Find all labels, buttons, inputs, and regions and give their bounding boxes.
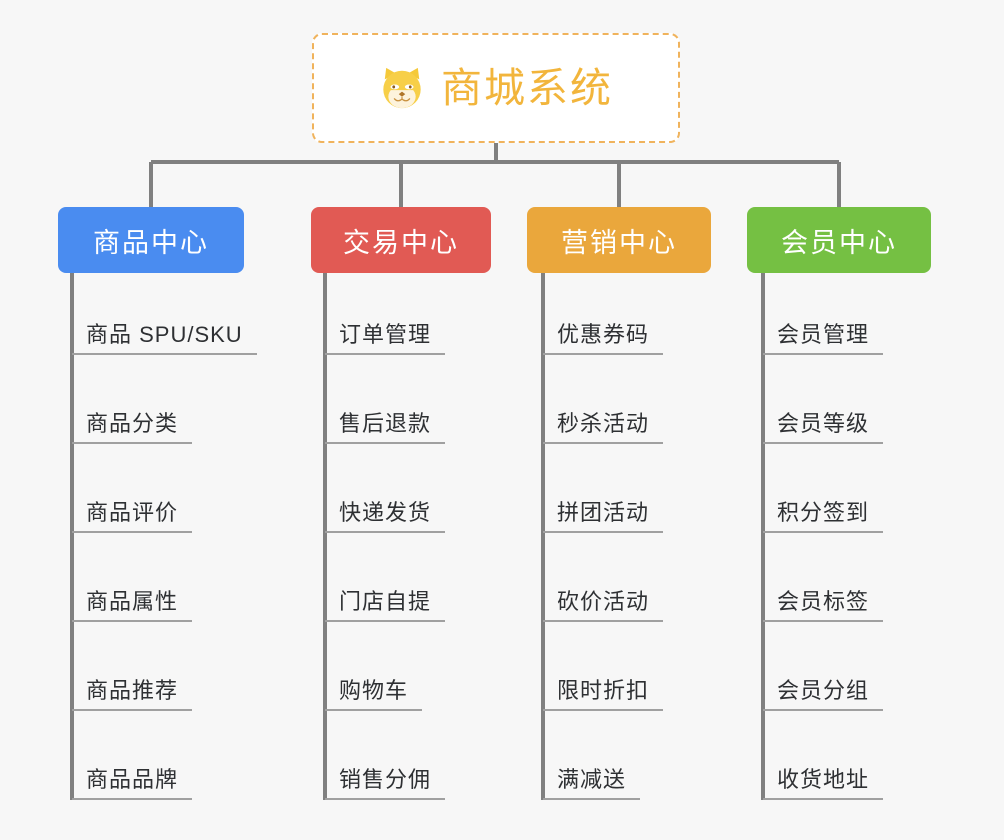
- leaf-item[interactable]: 快递发货: [325, 493, 446, 533]
- leaf-item[interactable]: 满减送: [543, 760, 641, 800]
- leaf-item[interactable]: 购物车: [325, 671, 423, 711]
- leaf-item-label: 会员标签: [777, 589, 870, 614]
- leaf-item[interactable]: 会员标签: [763, 582, 884, 622]
- leaf-item-label: 销售分佣: [339, 767, 432, 792]
- leaf-item-label: 商品评价: [86, 500, 179, 525]
- leaf-item[interactable]: 会员管理: [763, 315, 884, 355]
- leaf-item[interactable]: 商品属性: [72, 582, 193, 622]
- leaf-item-label: 会员管理: [777, 322, 870, 347]
- leaf-item-label: 订单管理: [339, 322, 432, 347]
- leaf-item-label: 商品推荐: [86, 678, 179, 703]
- leaf-item[interactable]: 商品品牌: [72, 760, 193, 800]
- leaf-item-label: 限时折扣: [557, 678, 650, 703]
- leaf-item[interactable]: 砍价活动: [543, 582, 664, 622]
- leaf-item-label: 快递发货: [339, 500, 432, 525]
- category-header-3[interactable]: 营销中心: [527, 207, 711, 273]
- leaf-item[interactable]: 订单管理: [325, 315, 446, 355]
- leaf-item-label: 优惠券码: [557, 322, 650, 347]
- leaf-item[interactable]: 商品分类: [72, 404, 193, 444]
- category-header-label: 会员中心: [781, 227, 897, 258]
- category-header-4[interactable]: 会员中心: [747, 207, 931, 273]
- leaf-item[interactable]: 优惠券码: [543, 315, 664, 355]
- leaf-item[interactable]: 收货地址: [763, 760, 884, 800]
- leaf-item-label: 砍价活动: [557, 589, 650, 614]
- leaf-item[interactable]: 会员分组: [763, 671, 884, 711]
- leaf-item-label: 积分签到: [777, 500, 870, 525]
- leaf-item-label: 会员分组: [777, 678, 870, 703]
- category-header-1[interactable]: 商品中心: [58, 207, 244, 273]
- leaf-item[interactable]: 销售分佣: [325, 760, 446, 800]
- leaf-item-label: 会员等级: [777, 411, 870, 436]
- category-header-label: 营销中心: [561, 227, 677, 258]
- leaf-item-label: 商品属性: [86, 589, 179, 614]
- root-node[interactable]: 商城系统: [312, 33, 680, 143]
- leaf-item-label: 拼团活动: [557, 500, 650, 525]
- leaf-item[interactable]: 商品 SPU/SKU: [72, 315, 257, 355]
- leaf-item-label: 收货地址: [777, 767, 870, 792]
- category-header-2[interactable]: 交易中心: [311, 207, 491, 273]
- leaf-item-label: 门店自提: [339, 589, 432, 614]
- leaf-item-label: 商品 SPU/SKU: [86, 322, 243, 347]
- category-header-label: 交易中心: [343, 227, 459, 258]
- leaf-item-label: 满减送: [557, 767, 627, 792]
- root-title: 商城系统: [441, 64, 613, 111]
- leaf-item-label: 售后退款: [339, 411, 432, 436]
- leaf-item[interactable]: 售后退款: [325, 404, 446, 444]
- shiba-dog-face-icon: [383, 67, 421, 109]
- leaf-item[interactable]: 商品推荐: [72, 671, 193, 711]
- leaf-item-label: 商品品牌: [86, 767, 179, 792]
- leaf-item[interactable]: 门店自提: [325, 582, 446, 622]
- leaf-item-label: 秒杀活动: [557, 411, 650, 436]
- leaf-item-label: 购物车: [339, 678, 409, 703]
- leaf-item[interactable]: 拼团活动: [543, 493, 664, 533]
- category-header-label: 商品中心: [93, 227, 209, 258]
- leaf-item[interactable]: 商品评价: [72, 493, 193, 533]
- leaf-item[interactable]: 秒杀活动: [543, 404, 664, 444]
- leaf-item[interactable]: 限时折扣: [543, 671, 664, 711]
- leaf-item[interactable]: 积分签到: [763, 493, 884, 533]
- leaf-item[interactable]: 会员等级: [763, 404, 884, 444]
- leaf-item-label: 商品分类: [86, 411, 179, 436]
